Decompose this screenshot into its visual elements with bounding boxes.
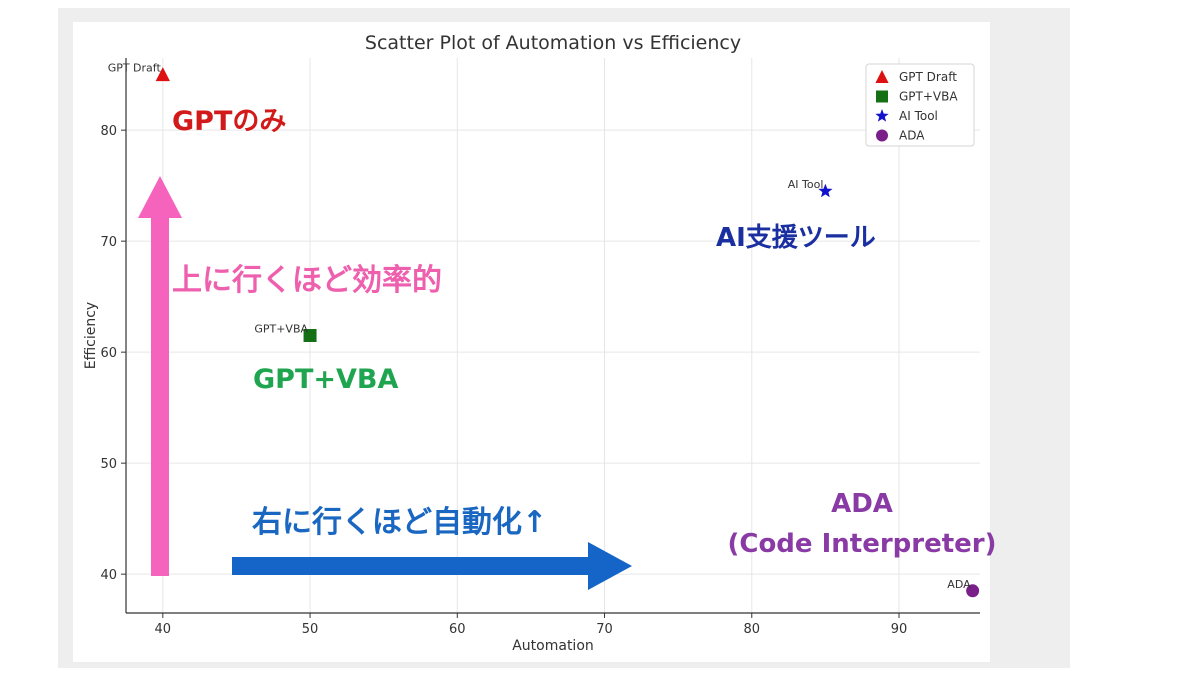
y-tick-label: 50 xyxy=(100,457,117,472)
efficiency-direction-caption: 上に行くほど効率的 xyxy=(172,263,442,298)
legend-marker-gpt-draft xyxy=(875,70,889,83)
point-label-gpt-vba: GPT+VBA xyxy=(254,323,308,336)
x-tick-label: 60 xyxy=(449,622,466,637)
ai-support-annotation: AI支援ツール xyxy=(716,223,876,253)
data-point-ai-tool xyxy=(818,183,833,198)
code-interpreter-annotation: (Code Interpreter) xyxy=(727,529,996,559)
legend-label-gpt-draft: GPT Draft xyxy=(899,70,957,84)
chart-title: Scatter Plot of Automation vs Efficiency xyxy=(365,32,741,54)
legend-label-gpt-vba: GPT+VBA xyxy=(899,90,958,104)
y-tick-label: 40 xyxy=(100,568,117,583)
gpt-only-annotation: GPTのみ xyxy=(172,106,286,137)
legend-marker-gpt-vba xyxy=(876,90,888,103)
data-point-gpt-vba xyxy=(303,329,317,342)
legend-label-ada: ADA xyxy=(899,129,925,143)
ada-annotation: ADA xyxy=(831,489,893,519)
point-label-gpt-draft: GPT Draft xyxy=(108,62,162,75)
x-tick-label: 90 xyxy=(891,622,908,637)
y-tick-label: 70 xyxy=(100,235,117,250)
point-label-ada: ADA xyxy=(947,578,971,591)
automation-direction-caption: 右に行くほど自動化↑ xyxy=(252,505,547,540)
grid-layer xyxy=(126,58,980,613)
gpt-vba-annotation: GPT+VBA xyxy=(253,364,398,395)
y-axis-label: Efficiency xyxy=(83,302,99,369)
x-tick-label: 40 xyxy=(155,622,172,637)
legend-label-ai-tool: AI Tool xyxy=(899,109,938,123)
data-point-ada xyxy=(966,584,980,598)
x-tick-label: 70 xyxy=(596,622,613,637)
point-label-ai-tool: AI Tool xyxy=(788,178,824,191)
x-tick-label: 50 xyxy=(302,622,319,637)
up-arrow-head xyxy=(138,176,182,218)
legend-marker-ai-tool xyxy=(875,109,889,122)
y-tick-label: 60 xyxy=(100,346,117,361)
right-arrow-shaft xyxy=(232,557,592,575)
y-tick-label: 80 xyxy=(100,124,117,139)
x-axis-label: Automation xyxy=(512,638,594,654)
axes-layer: 40 50 60 70 80 90 40 50 60 70 80 Scatter Plot of Au… xyxy=(83,32,980,654)
legend-marker-ada xyxy=(876,129,888,142)
up-arrow-shaft xyxy=(151,214,169,576)
legend-box xyxy=(865,63,975,147)
right-arrow-head xyxy=(588,542,632,590)
data-point-gpt-draft xyxy=(155,67,170,82)
plot-area-background xyxy=(73,22,990,662)
x-tick-label: 80 xyxy=(744,622,761,637)
